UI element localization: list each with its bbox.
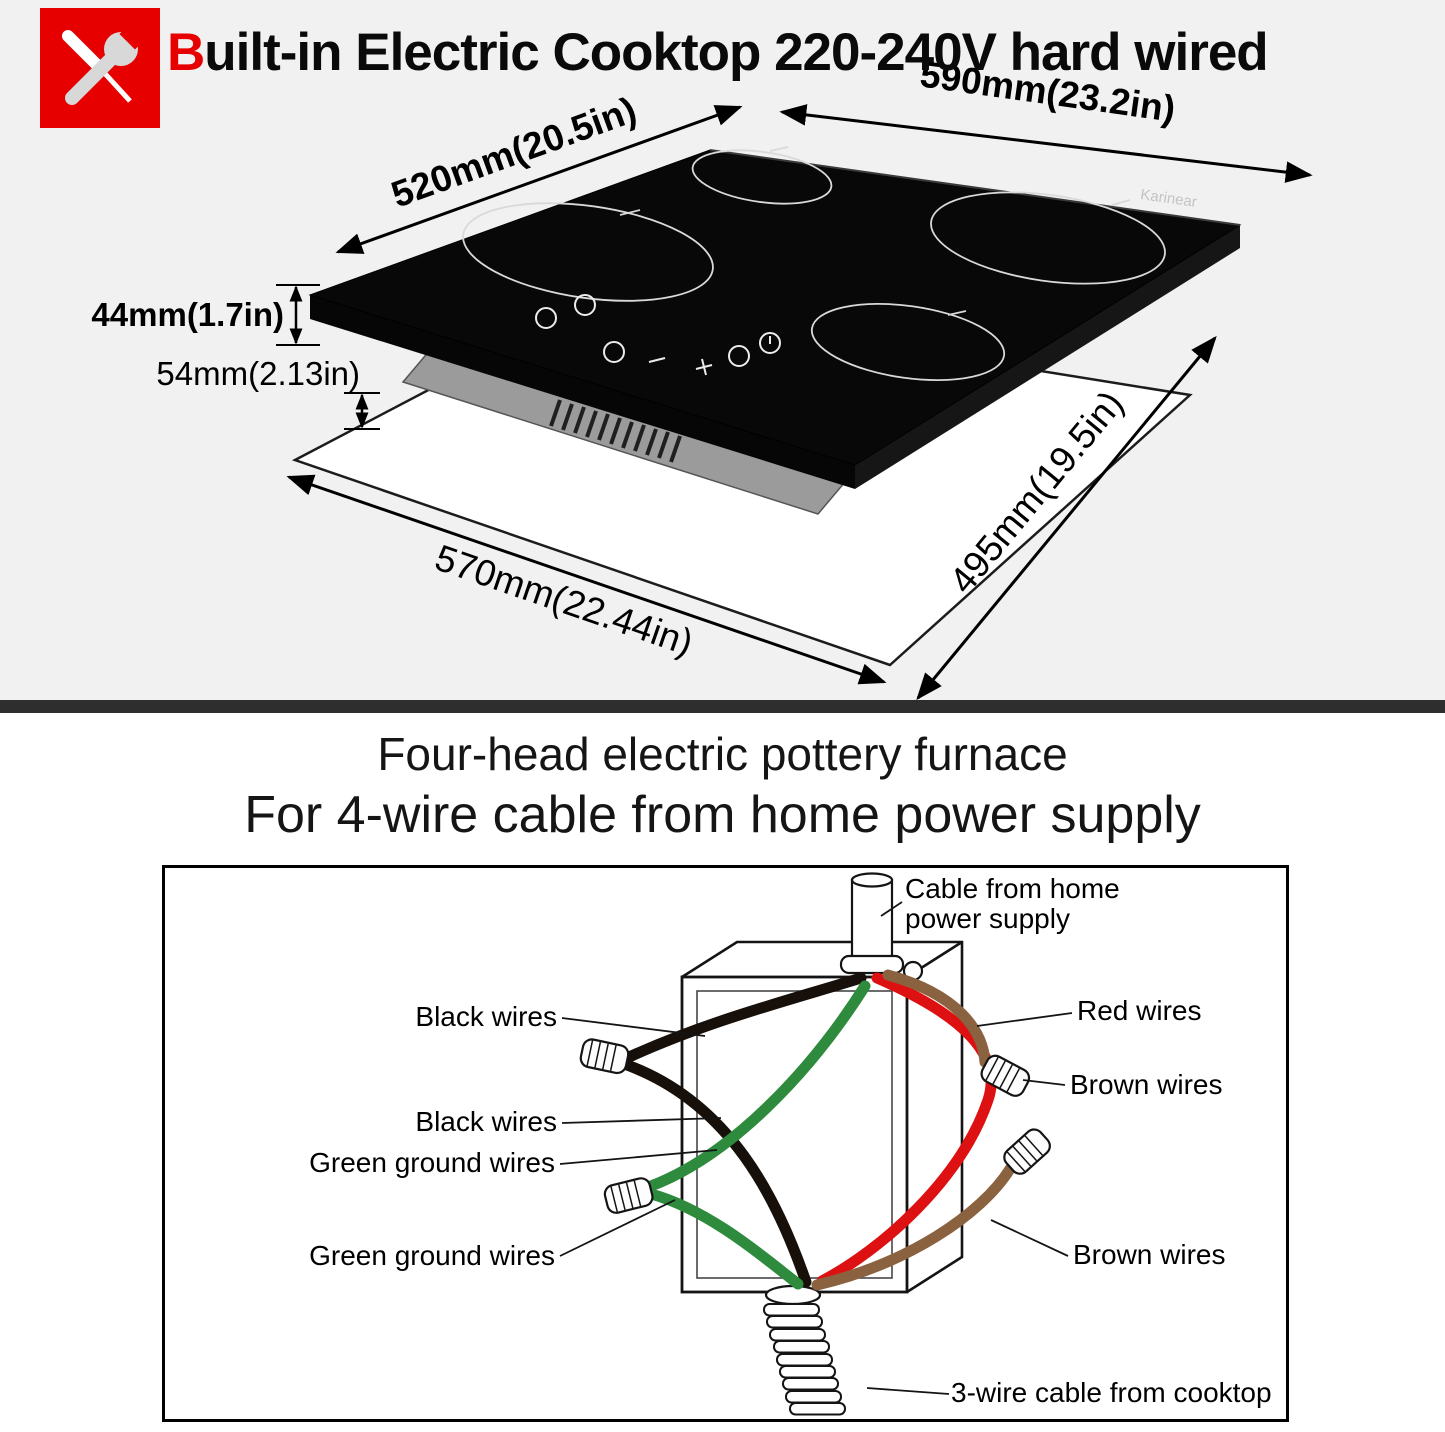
tools-badge <box>40 8 160 128</box>
wire-black-1 <box>621 972 867 1064</box>
wiring-panel: Four-head electric pottery furnace For 4… <box>0 713 1445 1432</box>
dimension-arrows <box>276 104 1313 700</box>
dim-arrow-cutout-depth <box>916 335 1217 700</box>
wire-nut-icon <box>980 1054 1031 1097</box>
control-key-icon <box>535 307 557 329</box>
wire-nuts <box>579 1038 1051 1214</box>
wiring-title-line2: For 4-wire cable from home power supply <box>244 786 1201 844</box>
wrench-icon <box>65 18 151 105</box>
control-key-icon <box>574 294 596 316</box>
control-key-icon <box>603 341 625 363</box>
label-leaders <box>559 901 1073 1395</box>
wire-black-2 <box>621 1059 812 1288</box>
burner-right-large-icon <box>930 191 1166 285</box>
home-supply-cable <box>839 872 924 982</box>
dim-arrow-top-width <box>779 104 1313 183</box>
page-title-rest: uilt-in Electric Cooktop 220-240V hard w… <box>204 23 1268 82</box>
wiring-title-line1: Four-head electric pottery furnace <box>377 728 1068 780</box>
label-black-wires-1: Black wires <box>415 1001 557 1032</box>
label-cooktop-cable: 3-wire cable from cooktop <box>951 1377 1272 1408</box>
label-brown-wires-1: Brown wires <box>1070 1069 1222 1100</box>
dim-label-gap: 54mm(2.13in) <box>156 355 360 392</box>
cooktop-dimensions-panel: Karinear 590mm(23.2in) 520mm(20.5in) 44m… <box>0 0 1445 700</box>
dim-label-height: 44mm(1.7in) <box>91 296 284 333</box>
dim-arrow-top-depth <box>335 105 743 254</box>
section-divider <box>0 700 1445 713</box>
minus-key-icon <box>648 357 666 363</box>
cooktop-cable <box>763 1284 846 1416</box>
dim-arrow-cutout-width <box>286 474 887 685</box>
wire-red <box>816 972 997 1287</box>
vent-slats-icon <box>549 399 682 463</box>
cooktop-side-left <box>310 295 855 489</box>
label-home-cable-line1: Cable from home <box>905 873 1120 904</box>
label-home-cable-line2: power supply <box>905 903 1070 934</box>
label-black-wires-2: Black wires <box>415 1106 557 1137</box>
label-green-ground-2: Green ground wires <box>309 1240 555 1271</box>
wire-nut-icon <box>1003 1128 1051 1175</box>
wire-nut-icon <box>603 1177 654 1214</box>
plus-key-icon <box>701 358 707 376</box>
page-title: Built-in Electric Cooktop 220-240V hard … <box>167 22 1269 83</box>
timer-key-icon <box>728 345 750 367</box>
page-title-accent: B <box>167 23 205 82</box>
wiring-diagram-box: Black wires Red wires Brown wires Black … <box>162 865 1289 1422</box>
wiring-diagram: Black wires Red wires Brown wires Black … <box>309 872 1272 1416</box>
wire-green-1 <box>645 980 871 1192</box>
tools-icon <box>40 8 160 128</box>
label-green-ground-1: Green ground wires <box>309 1147 555 1178</box>
cooktop-dimension-diagram: Karinear 590mm(23.2in) 520mm(20.5in) 44m… <box>91 53 1313 700</box>
wires <box>621 969 1016 1291</box>
wire-nut-icon <box>579 1038 630 1075</box>
power-key-icon <box>759 332 781 354</box>
wire-labels: Black wires Red wires Brown wires Black … <box>309 873 1271 1408</box>
label-brown-wires-2: Brown wires <box>1073 1239 1225 1270</box>
touch-controls <box>535 294 781 376</box>
brand-logo: Karinear <box>1139 186 1198 211</box>
wire-brown-1 <box>882 969 991 1068</box>
wire-brown-2 <box>811 1163 1016 1291</box>
label-red-wires: Red wires <box>1077 995 1201 1026</box>
